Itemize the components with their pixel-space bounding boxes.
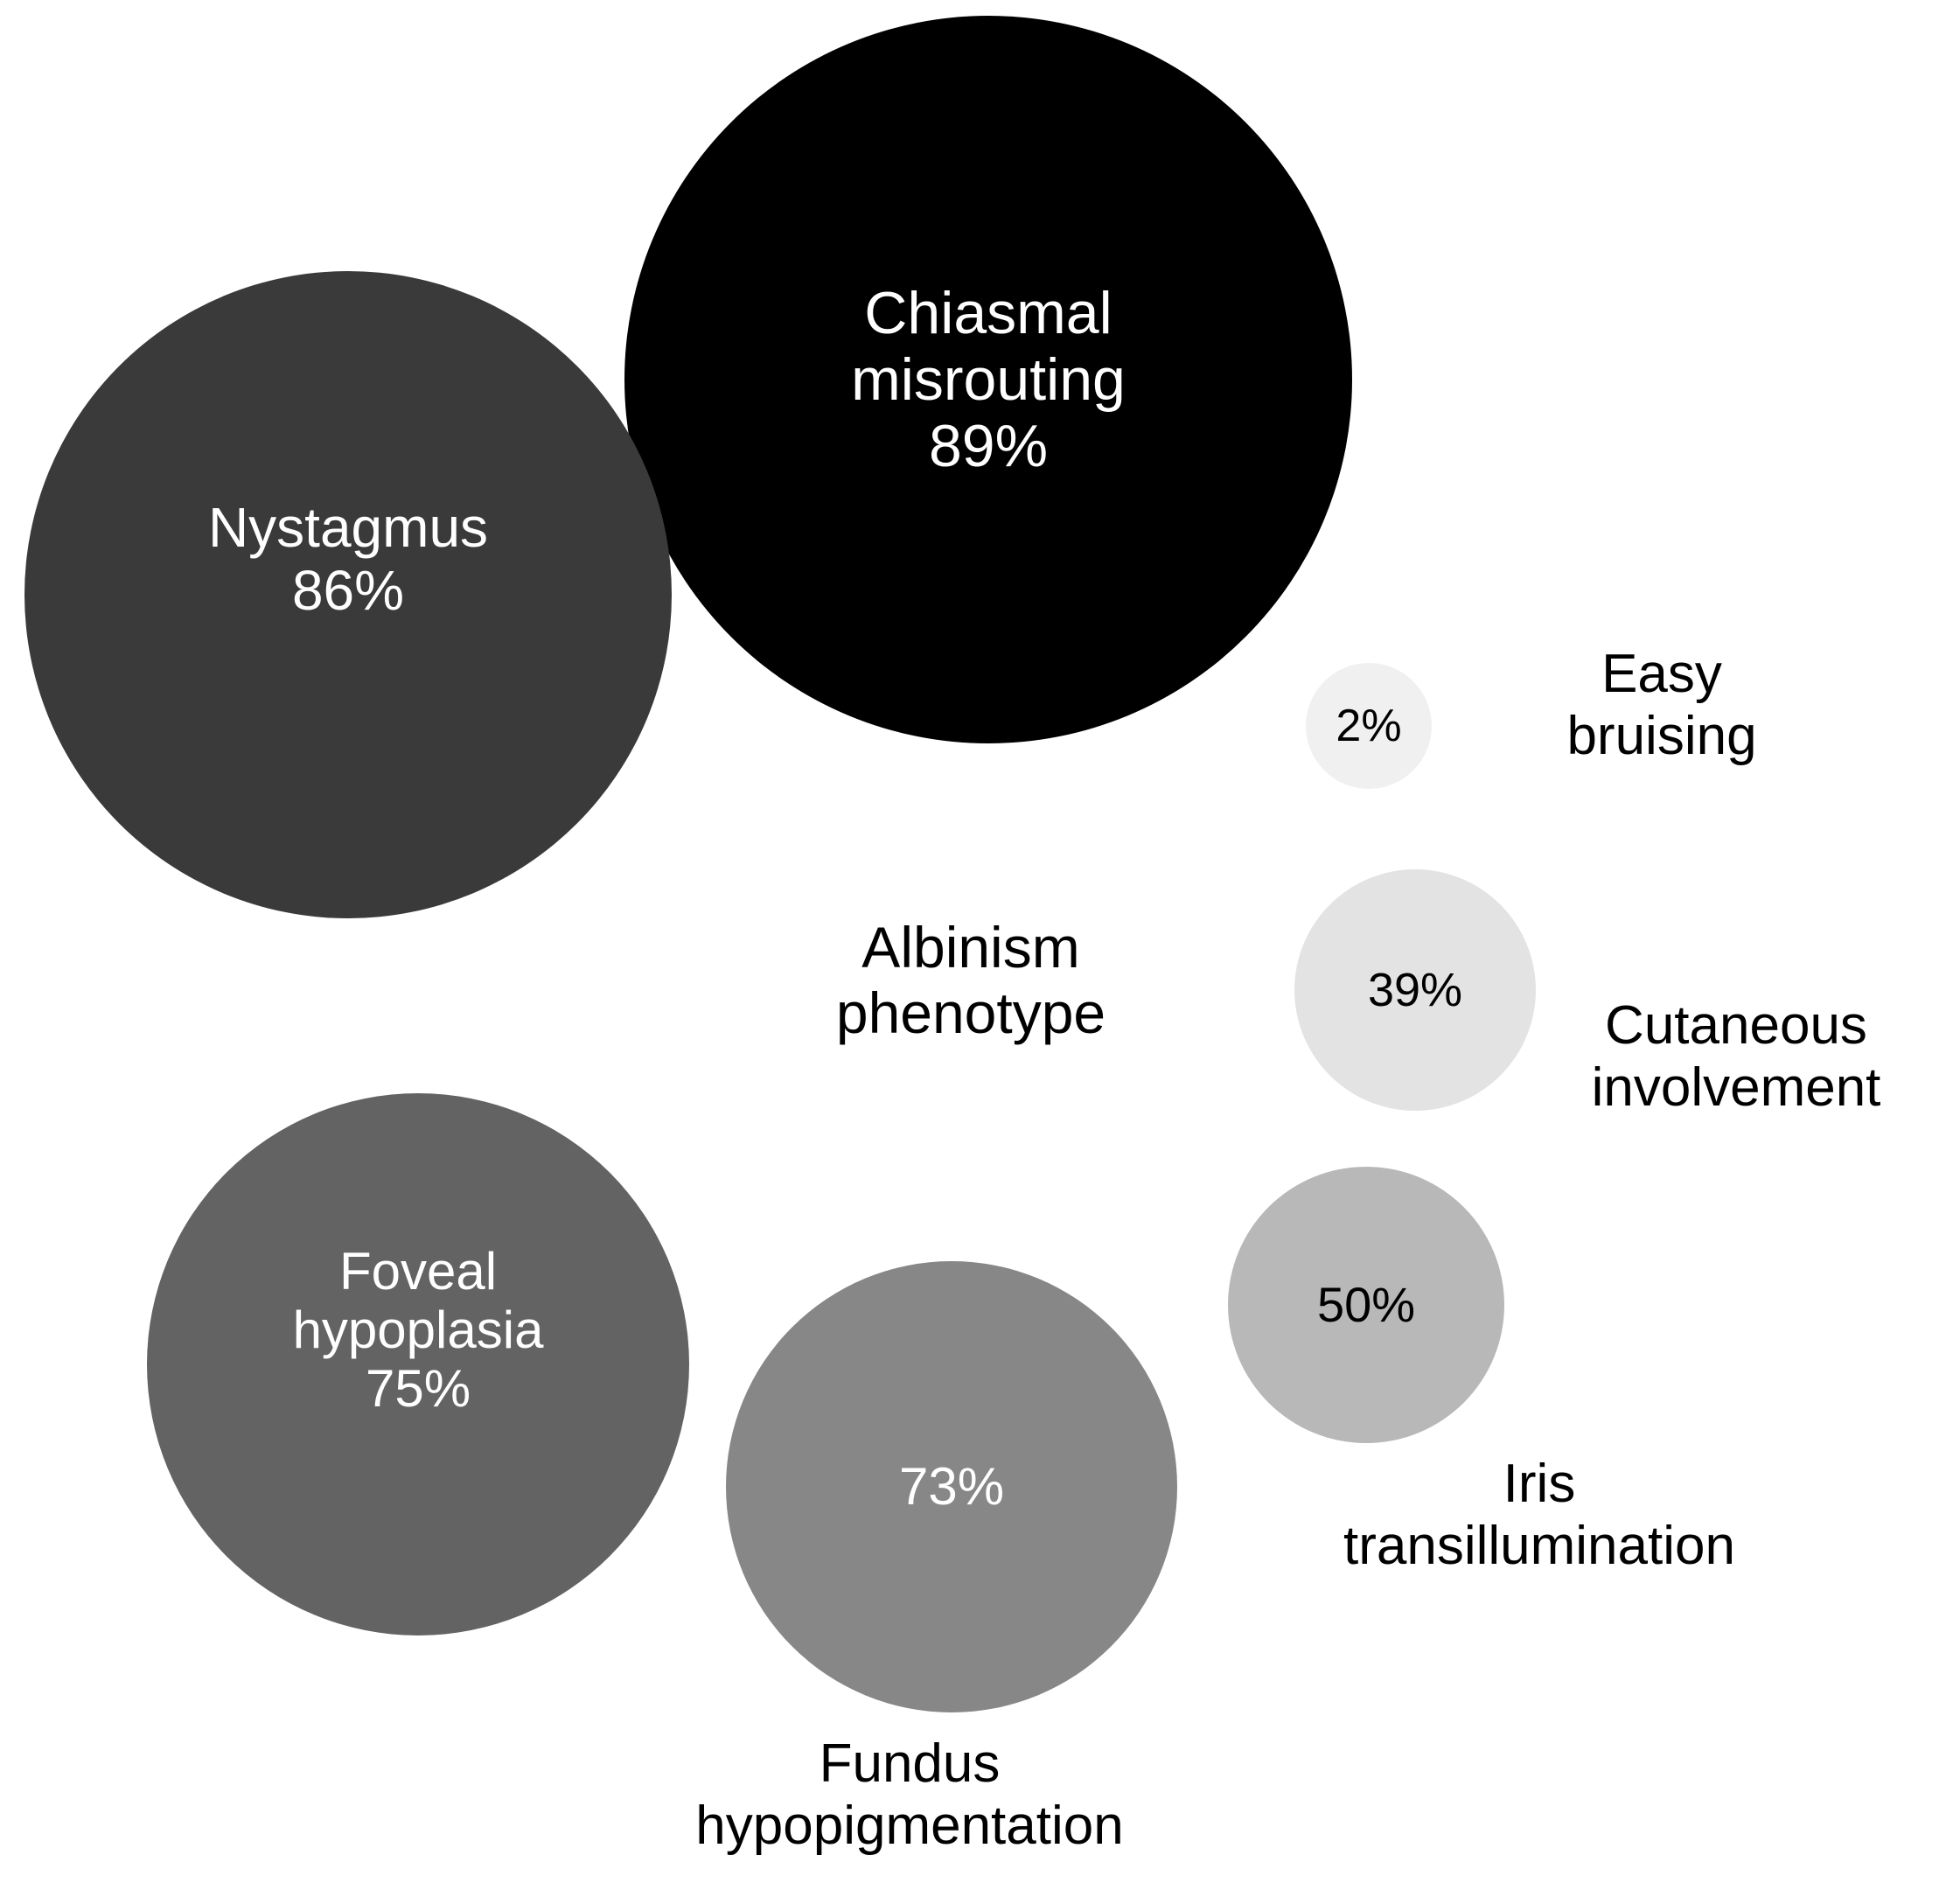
bubble-nystagmus[interactable]: Nystagmus 86% bbox=[24, 271, 672, 918]
bubble-chiasmal-misrouting[interactable]: Chiasmal misrouting 89% bbox=[624, 16, 1352, 743]
bubble-foveal-hypoplasia[interactable]: Foveal hypoplasia 75% bbox=[147, 1093, 689, 1635]
bubble-value-easy-bruising: 2% bbox=[1336, 700, 1402, 751]
bubble-label-iris-transillumination: Iris transillumination bbox=[1343, 1454, 1735, 1576]
bubble-easy-bruising[interactable]: 2% bbox=[1306, 663, 1432, 789]
bubble-value-foveal-hypoplasia: 75% bbox=[365, 1359, 471, 1419]
bubble-label-cutaneous-involvement: Cutaneous involvement bbox=[1591, 995, 1881, 1118]
bubble-label-chiasmal-misrouting: Chiasmal misrouting bbox=[851, 279, 1126, 413]
bubble-iris-transillumination[interactable]: 50% bbox=[1228, 1167, 1504, 1443]
bubble-fundus-hypopigmentation[interactable]: 73% bbox=[726, 1261, 1177, 1712]
bubble-value-chiasmal-misrouting: 89% bbox=[928, 413, 1049, 480]
bubble-label-foveal-hypoplasia: Foveal hypoplasia bbox=[292, 1242, 544, 1360]
bubble-value-cutaneous-involvement: 39% bbox=[1367, 963, 1463, 1016]
bubble-value-nystagmus: 86% bbox=[291, 558, 405, 622]
bubble-label-easy-bruising: Easy bruising bbox=[1566, 644, 1757, 766]
bubble-label-fundus-hypopigmentation: Fundus hypopigmentation bbox=[695, 1733, 1124, 1856]
bubble-value-iris-transillumination: 50% bbox=[1316, 1276, 1416, 1332]
center-caption-albinism-phenotype: Albinism phenotype bbox=[835, 915, 1106, 1046]
bubble-value-fundus-hypopigmentation: 73% bbox=[898, 1457, 1005, 1517]
bubble-label-nystagmus: Nystagmus bbox=[207, 496, 489, 559]
bubble-cutaneous-involvement[interactable]: 39% bbox=[1294, 869, 1536, 1111]
